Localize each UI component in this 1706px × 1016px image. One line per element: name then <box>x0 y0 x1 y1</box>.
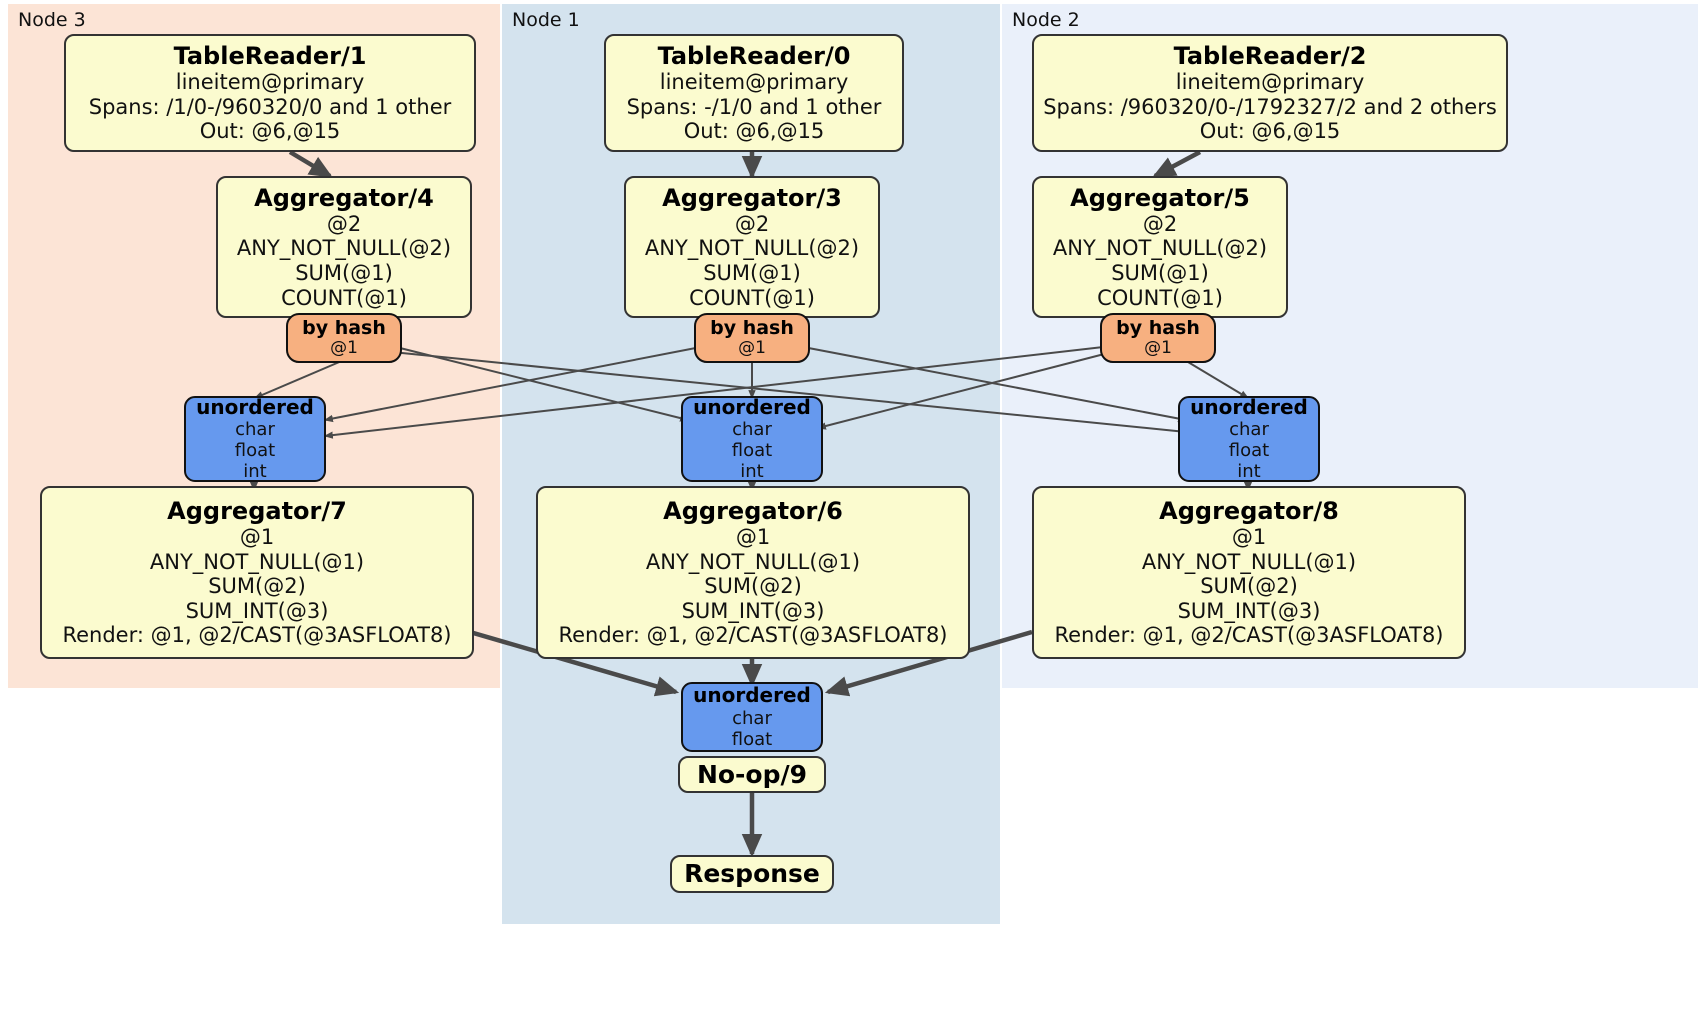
sync-type: int <box>243 461 267 483</box>
node-detail-line: COUNT(@1) <box>689 285 815 310</box>
sync-type: float <box>234 440 276 462</box>
node-detail-line: ANY_NOT_NULL(@2) <box>236 236 452 261</box>
node-aggregator-7[interactable]: Aggregator/7 @1 ANY_NOT_NULL(@1) SUM(@2)… <box>40 486 474 659</box>
node-detail-line: Spans: -/1/0 and 1 other <box>626 94 882 119</box>
node-title: TableReader/0 <box>657 42 851 71</box>
node-table-reader-0[interactable]: TableReader/0 lineitem@primary Spans: -/… <box>604 34 904 152</box>
node-noop-9[interactable]: No-op/9 <box>678 756 826 793</box>
node-detail-line: ANY_NOT_NULL(@1) <box>149 549 365 574</box>
node-detail-line: SUM(@2) <box>704 574 802 599</box>
node-title: TableReader/1 <box>173 42 367 71</box>
node-aggregator-3[interactable]: Aggregator/3 @2 ANY_NOT_NULL(@2) SUM(@1)… <box>624 176 880 318</box>
node-aggregator-4[interactable]: Aggregator/4 @2 ANY_NOT_NULL(@2) SUM(@1)… <box>216 176 472 318</box>
node-aggregator-8[interactable]: Aggregator/8 @1 ANY_NOT_NULL(@1) SUM(@2)… <box>1032 486 1466 659</box>
node-detail-line: ANY_NOT_NULL(@2) <box>1052 236 1268 261</box>
router-title: by hash <box>302 316 386 339</box>
sync-type: float <box>731 440 773 462</box>
node-detail-line: COUNT(@1) <box>1097 285 1223 310</box>
sync-title: unordered <box>196 394 314 419</box>
sync-unordered-left[interactable]: unordered char float int <box>184 394 326 483</box>
node-aggregator-5[interactable]: Aggregator/5 @2 ANY_NOT_NULL(@2) SUM(@1)… <box>1032 176 1288 318</box>
router-by-hash-right[interactable]: by hash @1 <box>1100 313 1216 363</box>
sync-title: unordered <box>693 394 811 419</box>
node-detail-line: SUM(@1) <box>295 261 393 286</box>
node-title: No-op/9 <box>696 759 808 789</box>
node-detail-line: @2 <box>1142 211 1178 236</box>
node-detail-line: lineitem@primary <box>175 70 365 95</box>
panel-node-1-label: Node 1 <box>512 9 580 31</box>
node-detail-line: SUM_INT(@3) <box>681 598 825 623</box>
node-render-line: Render: @1, @2/CAST(@3ASFLOAT8) <box>1054 623 1444 648</box>
node-table-reader-2[interactable]: TableReader/2 lineitem@primary Spans: /9… <box>1032 34 1508 152</box>
node-detail-line: Spans: /1/0-/960320/0 and 1 other <box>88 94 452 119</box>
node-aggregator-6[interactable]: Aggregator/6 @1 ANY_NOT_NULL(@1) SUM(@2)… <box>536 486 970 659</box>
sync-title: unordered <box>693 683 811 708</box>
node-detail-line: SUM(@2) <box>1200 574 1298 599</box>
node-title: Aggregator/8 <box>1159 497 1339 526</box>
sync-type: float <box>1228 440 1270 462</box>
node-render-line: Render: @1, @2/CAST(@3ASFLOAT8) <box>558 623 948 648</box>
node-detail-line: SUM_INT(@3) <box>1177 598 1321 623</box>
node-detail-line: ANY_NOT_NULL(@1) <box>645 549 861 574</box>
node-detail-line: @1 <box>735 525 771 550</box>
sync-unordered-final[interactable]: unordered char float <box>681 682 823 752</box>
node-title: Aggregator/4 <box>254 183 434 212</box>
sync-unordered-middle[interactable]: unordered char float int <box>681 394 823 483</box>
sync-unordered-right[interactable]: unordered char float int <box>1178 394 1320 483</box>
node-detail-line: Spans: /960320/0-/1792327/2 and 2 others <box>1043 94 1497 119</box>
node-render-line: Render: @1, @2/CAST(@3ASFLOAT8) <box>62 623 452 648</box>
node-detail-line: @1 <box>239 525 275 550</box>
sync-type: float <box>731 728 773 750</box>
node-title: Aggregator/3 <box>662 183 842 212</box>
node-title: Aggregator/5 <box>1070 183 1250 212</box>
node-response[interactable]: Response <box>670 855 834 893</box>
sync-type: char <box>1229 419 1269 441</box>
node-detail-line: @2 <box>734 211 770 236</box>
node-detail-line: Out: @6,@15 <box>683 119 825 144</box>
router-column: @1 <box>1144 338 1172 359</box>
node-detail-line: Out: @6,@15 <box>1199 119 1341 144</box>
node-detail-line: ANY_NOT_NULL(@2) <box>644 236 860 261</box>
node-detail-line: @2 <box>326 211 362 236</box>
router-title: by hash <box>710 316 794 339</box>
node-detail-line: ANY_NOT_NULL(@1) <box>1141 549 1357 574</box>
node-detail-line: SUM(@1) <box>703 261 801 286</box>
sync-type: char <box>732 419 772 441</box>
sync-type: int <box>740 461 764 483</box>
node-title: TableReader/2 <box>1173 42 1367 71</box>
node-detail-line: SUM(@2) <box>208 574 306 599</box>
sync-type: int <box>1237 461 1261 483</box>
node-table-reader-1[interactable]: TableReader/1 lineitem@primary Spans: /1… <box>64 34 476 152</box>
router-by-hash-middle[interactable]: by hash @1 <box>694 313 810 363</box>
router-title: by hash <box>1116 316 1200 339</box>
node-detail-line: SUM_INT(@3) <box>185 598 329 623</box>
panel-node-2-label: Node 2 <box>1012 9 1080 31</box>
router-column: @1 <box>738 338 766 359</box>
router-by-hash-left[interactable]: by hash @1 <box>286 313 402 363</box>
node-title: Aggregator/6 <box>663 497 843 526</box>
node-detail-line: Out: @6,@15 <box>199 119 341 144</box>
sync-title: unordered <box>1190 394 1308 419</box>
node-detail-line: @1 <box>1231 525 1267 550</box>
node-title: Aggregator/7 <box>167 497 347 526</box>
node-detail-line: lineitem@primary <box>1175 70 1365 95</box>
node-detail-line: lineitem@primary <box>659 70 849 95</box>
node-detail-line: SUM(@1) <box>1111 261 1209 286</box>
router-column: @1 <box>330 338 358 359</box>
sync-type: char <box>235 419 275 441</box>
panel-node-3-label: Node 3 <box>18 9 86 31</box>
node-detail-line: COUNT(@1) <box>281 285 407 310</box>
sync-type: char <box>732 707 772 729</box>
node-title: Response <box>684 859 820 889</box>
